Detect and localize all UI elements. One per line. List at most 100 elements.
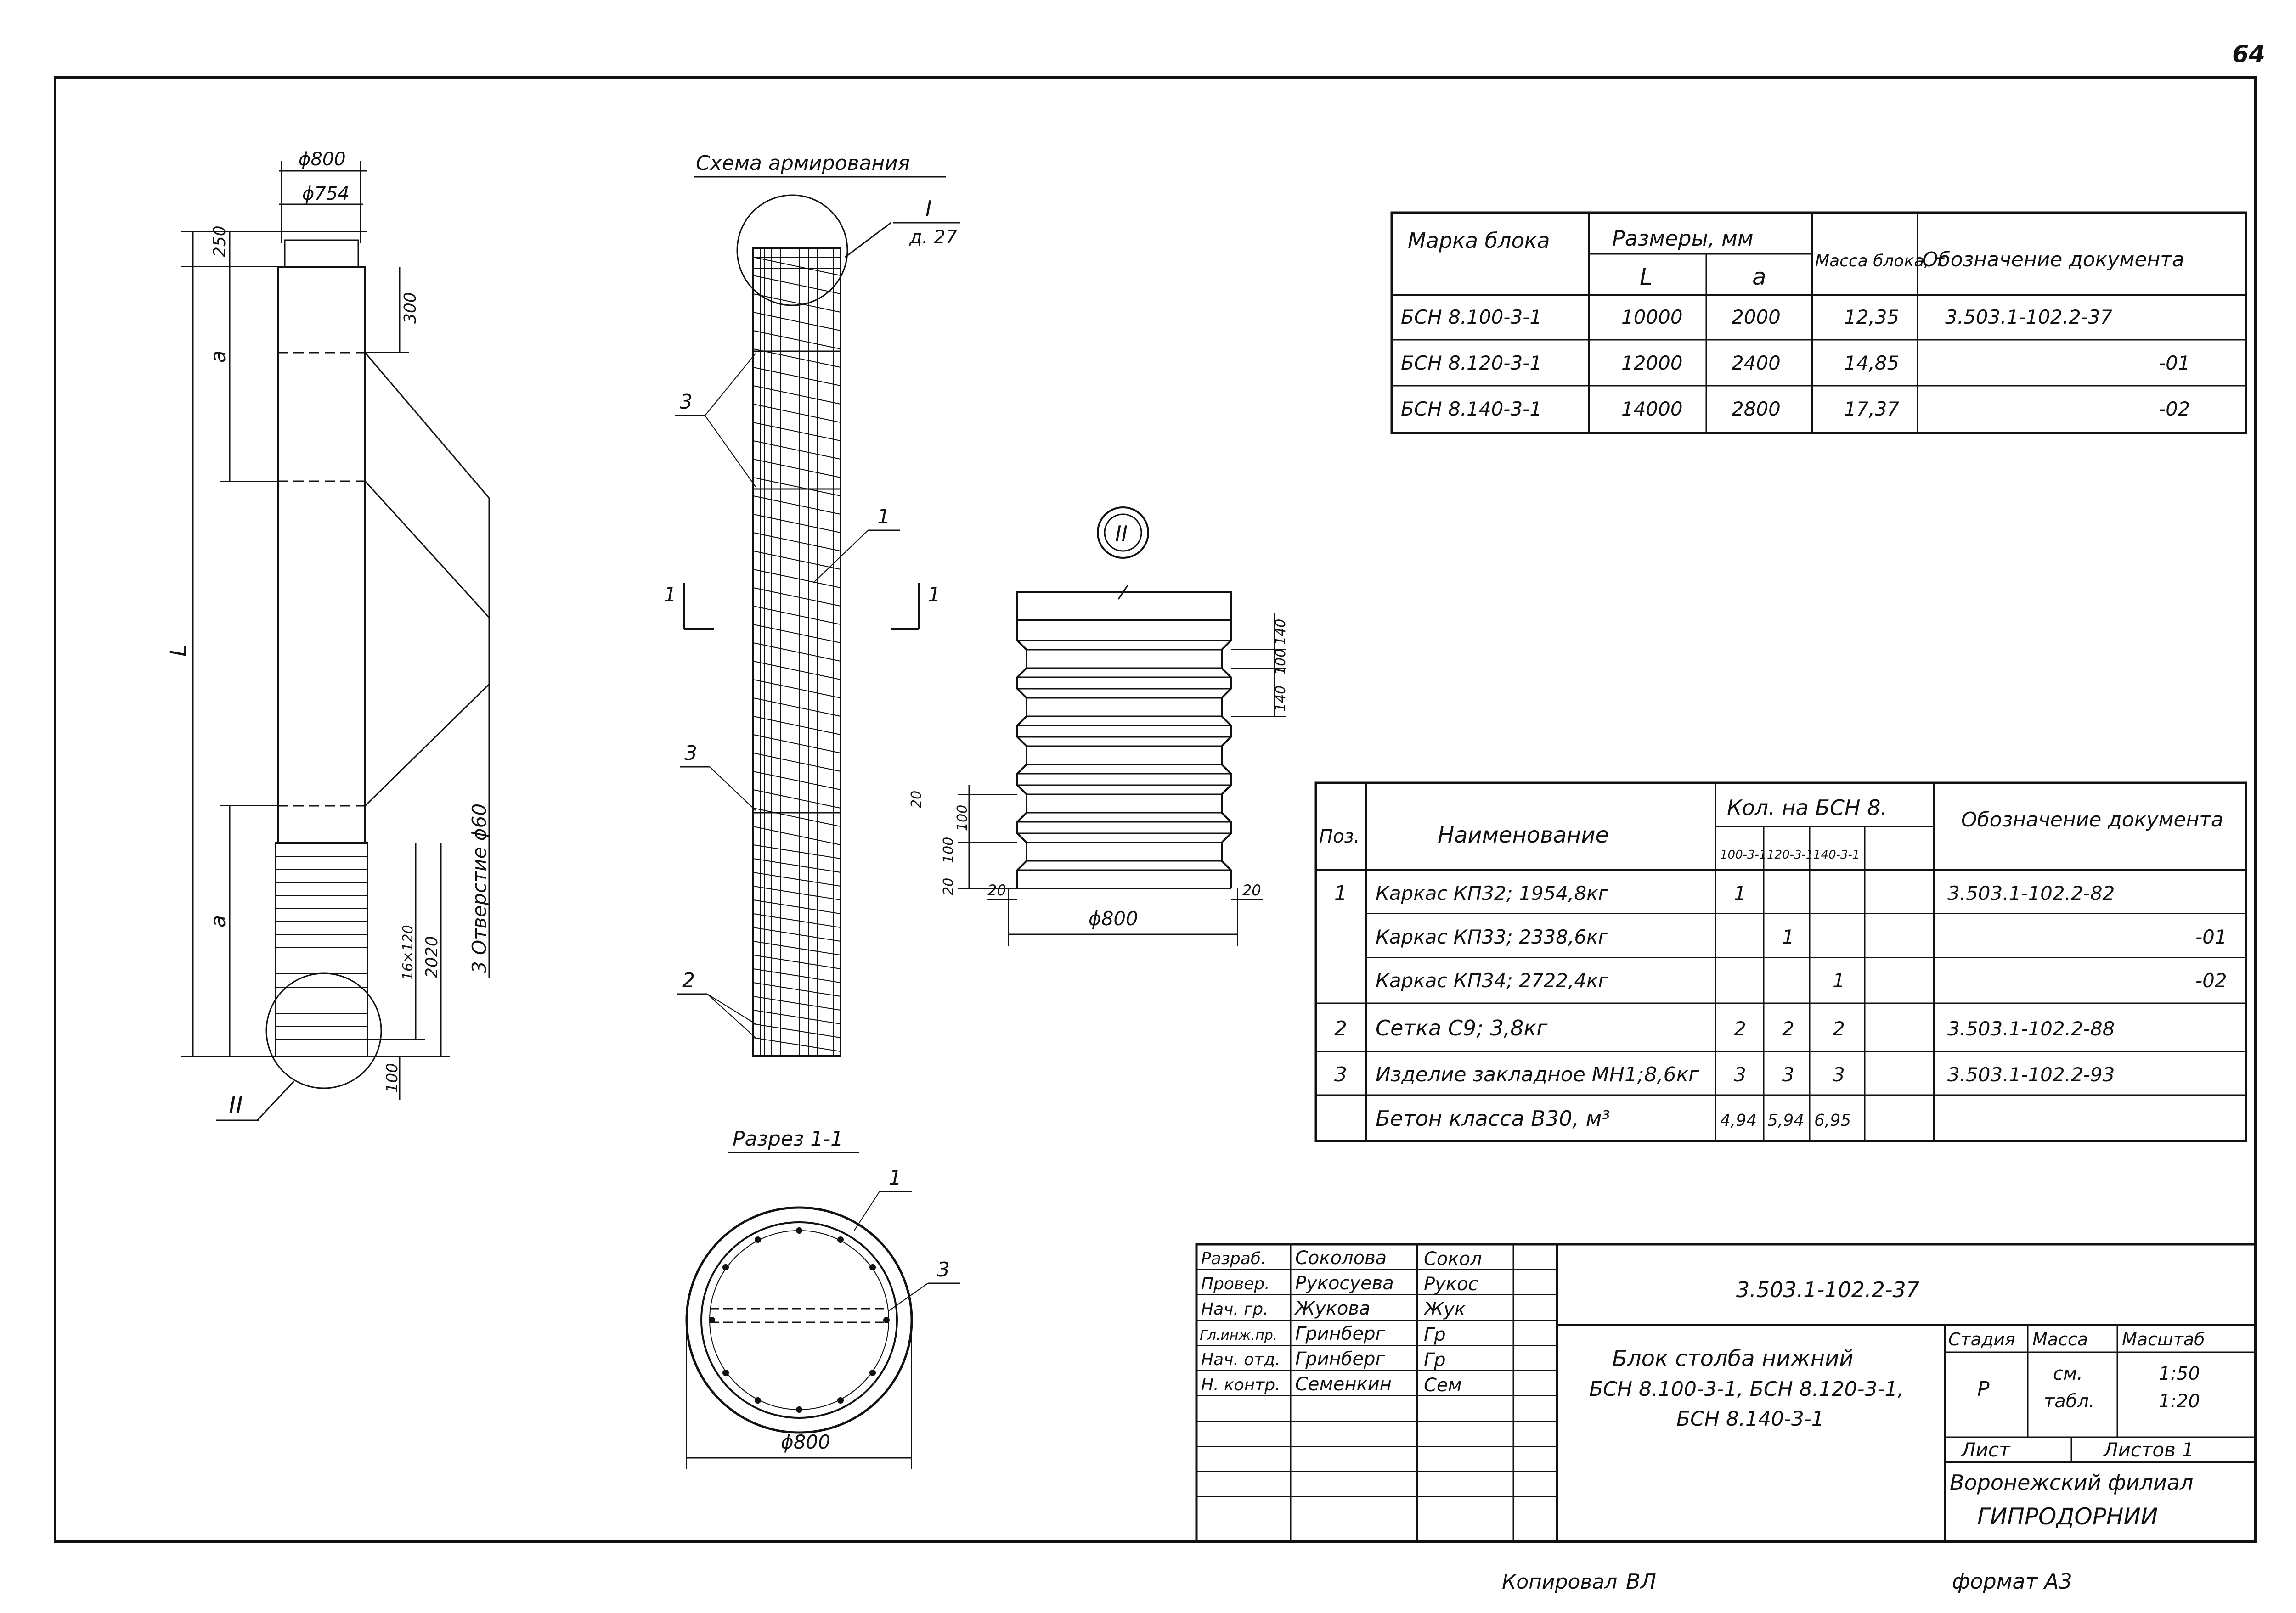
- dim-250: 250: [210, 225, 229, 257]
- column-top-cap: [284, 239, 359, 268]
- row3-mark: БСН 8.140-3-1: [1401, 398, 1542, 420]
- column-elevation: ϕ800 ϕ754 II: [166, 149, 491, 1121]
- dim-140-a: 140: [1273, 619, 1289, 645]
- hdr-mass: Масса блока, т: [1815, 252, 1945, 270]
- signature-6: Сем: [1424, 1375, 1462, 1396]
- spec-r1-name: Каркас КП32; 1954,8кг: [1376, 882, 1608, 905]
- spec-r4-q2: 2: [1782, 1017, 1794, 1040]
- stage-value: Р: [1977, 1377, 1990, 1401]
- section-1-1: Разрез 1-1 1 3 ϕ800: [685, 1127, 960, 1469]
- spec-r4-q3: 2: [1833, 1017, 1845, 1040]
- hdr-mark: Марка блока: [1408, 228, 1550, 253]
- role-1: Разраб.: [1201, 1249, 1266, 1268]
- org-line-2: ГИПРОДОРНИИ: [1977, 1503, 2158, 1530]
- scale-2: 1:20: [2159, 1391, 2200, 1412]
- spec-r1-q1: 1: [1734, 882, 1746, 905]
- sheet-ref: д. 27: [909, 227, 958, 248]
- dim-20-b: 20: [941, 878, 957, 895]
- node-ii-label: II: [229, 1092, 243, 1119]
- pos-1: 1: [877, 505, 890, 528]
- title-line-1: Блок столба нижний: [1612, 1346, 1854, 1371]
- spec-r5-q3: 3: [1833, 1063, 1845, 1086]
- scale-1: 1:50: [2159, 1363, 2200, 1384]
- title-line-2: БСН 8.100-3-1, БСН 8.120-3-1,: [1589, 1377, 1904, 1401]
- spec-hdr-q2: 120-3-1: [1767, 848, 1813, 862]
- row2-mass: 14,85: [1844, 352, 1899, 374]
- spec-r4-name: Сетка С9; 3,8кг: [1376, 1016, 1548, 1040]
- column-shaft: [277, 266, 366, 844]
- spec-table: Поз. Наименование Кол. на БСН 8. 100-3-1…: [1314, 781, 2247, 1142]
- title-line-3: БСН 8.140-3-1: [1676, 1407, 1824, 1431]
- spec-r4-pos: 2: [1334, 1017, 1347, 1040]
- row2-L: 12000: [1621, 352, 1683, 374]
- cage-spiral: [753, 257, 841, 1052]
- dim-a-top: a: [207, 350, 230, 363]
- spec-r1-pos: 1: [1334, 882, 1347, 905]
- pos-3-upper: 3: [680, 390, 693, 414]
- section-pos-1: 1: [889, 1166, 902, 1190]
- role-3: Нач. гр.: [1201, 1300, 1269, 1319]
- section-title: Разрез 1-1: [733, 1127, 843, 1151]
- row1-doc: 3.503.1-102.2-37: [1945, 306, 2113, 328]
- signature-3: Жук: [1422, 1299, 1466, 1320]
- node-ii-detail-label: II: [1115, 521, 1128, 546]
- mass-value-2: табл.: [2044, 1391, 2095, 1412]
- spec-hdr-name: Наименование: [1438, 822, 1609, 848]
- stage-label: Стадия: [1948, 1329, 2015, 1349]
- row2-doc: -01: [2159, 352, 2190, 374]
- section-diameter: ϕ800: [781, 1431, 830, 1453]
- scale-label: Масштаб: [2122, 1329, 2205, 1349]
- spec-r6-name: Бетон класса В30, м³: [1376, 1106, 1610, 1131]
- name-5: Гринберг: [1295, 1349, 1385, 1370]
- dim-20-a: 20: [908, 791, 925, 808]
- cut-mark-left: 1: [664, 583, 677, 607]
- row3-a: 2800: [1732, 398, 1781, 420]
- title-block: Разраб. Провер. Нач. гр. Гл.инж.пр. Нач.…: [1195, 1243, 2257, 1543]
- dim-20-d: 20: [1242, 882, 1261, 899]
- row2-a: 2400: [1732, 352, 1781, 374]
- row2-mark: БСН 8.120-3-1: [1401, 352, 1542, 374]
- row1-mark: БСН 8.100-3-1: [1401, 306, 1542, 328]
- sheets-label: Листов 1: [2103, 1439, 2194, 1461]
- dim-300: 300: [401, 292, 420, 324]
- signature-4: Гр: [1424, 1324, 1446, 1345]
- dim-2020: 2020: [423, 936, 441, 978]
- copied-by-label: Копировал: [1502, 1570, 1617, 1594]
- node-i-marker: [736, 194, 848, 306]
- section-bars: [709, 1227, 890, 1413]
- node-ii-diameter: ϕ800: [1089, 907, 1138, 930]
- spec-hdr-q3: 140-3-1: [1813, 848, 1860, 862]
- row3-L: 14000: [1621, 398, 1683, 420]
- drawing-frame: [54, 76, 2257, 1543]
- copied-by-sign: ВЛ: [1626, 1569, 1656, 1594]
- name-2: Рукосуева: [1295, 1273, 1394, 1294]
- dim-100-b: 100: [954, 805, 970, 831]
- hdr-sizes: Размеры, мм: [1612, 226, 1754, 251]
- spec-r2-q2: 1: [1782, 926, 1794, 948]
- section-pos-3: 3: [937, 1258, 950, 1281]
- role-4: Гл.инж.пр.: [1200, 1327, 1277, 1343]
- row1-mass: 12,35: [1844, 306, 1899, 328]
- format-label: формат А3: [1952, 1569, 2072, 1594]
- node-ii-detail: II 140 100 140 20 100 100 20 20 20 ϕ800: [908, 506, 1289, 946]
- dim-20-c: 20: [987, 882, 1006, 899]
- spec-r3-name: Каркас КП34; 2722,4кг: [1376, 969, 1608, 992]
- cut-mark-right: 1: [928, 583, 941, 607]
- name-4: Гринберг: [1295, 1323, 1385, 1344]
- signature-5: Гр: [1424, 1349, 1446, 1371]
- pos-2: 2: [682, 969, 695, 992]
- node-i-label: I: [925, 196, 932, 221]
- pos-3-lower: 3: [684, 742, 697, 765]
- spec-r3-doc: -02: [2195, 969, 2227, 992]
- scheme-title: Схема армирования: [696, 152, 910, 175]
- hdr-a: a: [1752, 264, 1766, 290]
- dim-100: 100: [383, 1063, 401, 1093]
- spec-r1-doc: 3.503.1-102.2-82: [1947, 882, 2115, 905]
- row3-mass: 17,37: [1844, 398, 1900, 420]
- spec-hdr-pos: Поз.: [1319, 826, 1360, 847]
- name-1: Соколова: [1295, 1248, 1387, 1269]
- grooved-section: [275, 842, 368, 1057]
- spec-r4-doc: 3.503.1-102.2-88: [1947, 1017, 2115, 1040]
- mass-label: Масса: [2032, 1329, 2088, 1349]
